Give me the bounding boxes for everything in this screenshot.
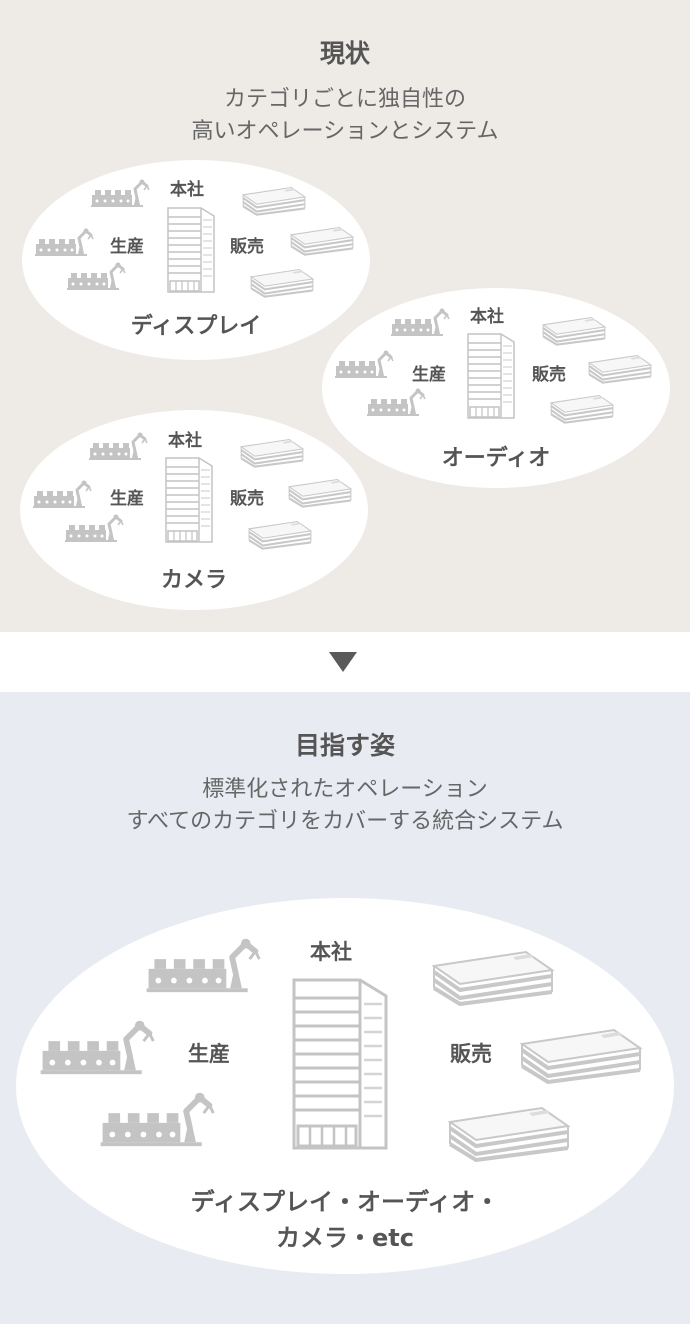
office-building-icon [290,974,390,1150]
factory-robot-icon [34,224,94,259]
hq-label: 本社 [170,180,204,200]
office-building-icon [166,204,216,294]
cluster-display: 本社 生産 販売 ディスプレイ [22,160,370,360]
sony-store-icon [444,1098,574,1162]
cluster-audio: 本社 生産 販売 オーディオ [322,288,670,488]
cluster-integrated: 本社 生産 販売 ディスプレイ・オーディオ・ カメラ・etc [16,898,674,1274]
current-subtitle-line1: カテゴリごとに独自性の [223,87,466,112]
sony-store-icon [540,312,608,346]
factory-robot-icon [66,258,126,293]
sony-store-icon [238,434,306,468]
production-label: 生産 [110,237,144,257]
sony-store-icon [288,222,356,256]
sales-label: 販売 [230,237,264,257]
production-label: 生産 [412,365,446,385]
cluster-name: カメラ [160,568,227,593]
down-arrow-icon [329,652,357,672]
sony-store-icon [516,1020,646,1084]
sony-store-icon [240,182,308,216]
sales-label: 販売 [450,1042,492,1066]
goal-subtitle-line1: 標準化されたオペレーション [202,777,488,802]
factory-robot-icon [390,304,450,339]
hq-label: 本社 [168,431,202,451]
factory-robot-icon [88,428,148,463]
sales-label: 販売 [532,365,566,385]
factory-robot-icon [90,175,150,210]
sony-store-icon [246,516,314,550]
cluster-name: オーディオ [441,446,551,471]
sales-label: 販売 [230,489,264,509]
factory-robot-icon [366,384,426,419]
cluster-name-line1: ディスプレイ・オーディオ・ [190,1188,500,1216]
sony-store-icon [248,264,316,298]
office-building-icon [164,454,214,544]
sony-store-icon [286,474,354,508]
sony-store-icon [548,390,616,424]
sony-store-icon [428,942,558,1006]
current-heading: 現状 [319,39,370,68]
sony-store-icon [586,350,654,384]
factory-robot-icon [98,1084,216,1152]
goal-state-panel: 目指す姿 標準化されたオペレーション すべてのカテゴリをカバーする統合システム … [0,692,690,1324]
production-label: 生産 [188,1042,230,1066]
current-state-panel: 現状 カテゴリごとに独自性の 高いオペレーションとシステム 本社 生産 販売 デ… [0,0,690,632]
current-subtitle-line2: 高いオペレーションとシステム [191,119,499,144]
goal-heading: 目指す姿 [294,731,395,760]
factory-robot-icon [334,346,394,381]
office-building-icon [466,330,516,420]
production-label: 生産 [110,489,144,509]
factory-robot-icon [144,930,262,998]
cluster-name-line2: カメラ・etc [276,1224,414,1252]
cluster-camera: 本社 生産 販売 カメラ [20,410,368,610]
factory-robot-icon [64,510,124,545]
factory-robot-icon [32,476,92,511]
goal-subtitle-line2: すべてのカテゴリをカバーする統合システム [126,809,564,834]
factory-robot-icon [38,1012,156,1080]
hq-label: 本社 [470,307,504,327]
hq-label: 本社 [310,940,352,964]
cluster-name: ディスプレイ [130,314,262,339]
